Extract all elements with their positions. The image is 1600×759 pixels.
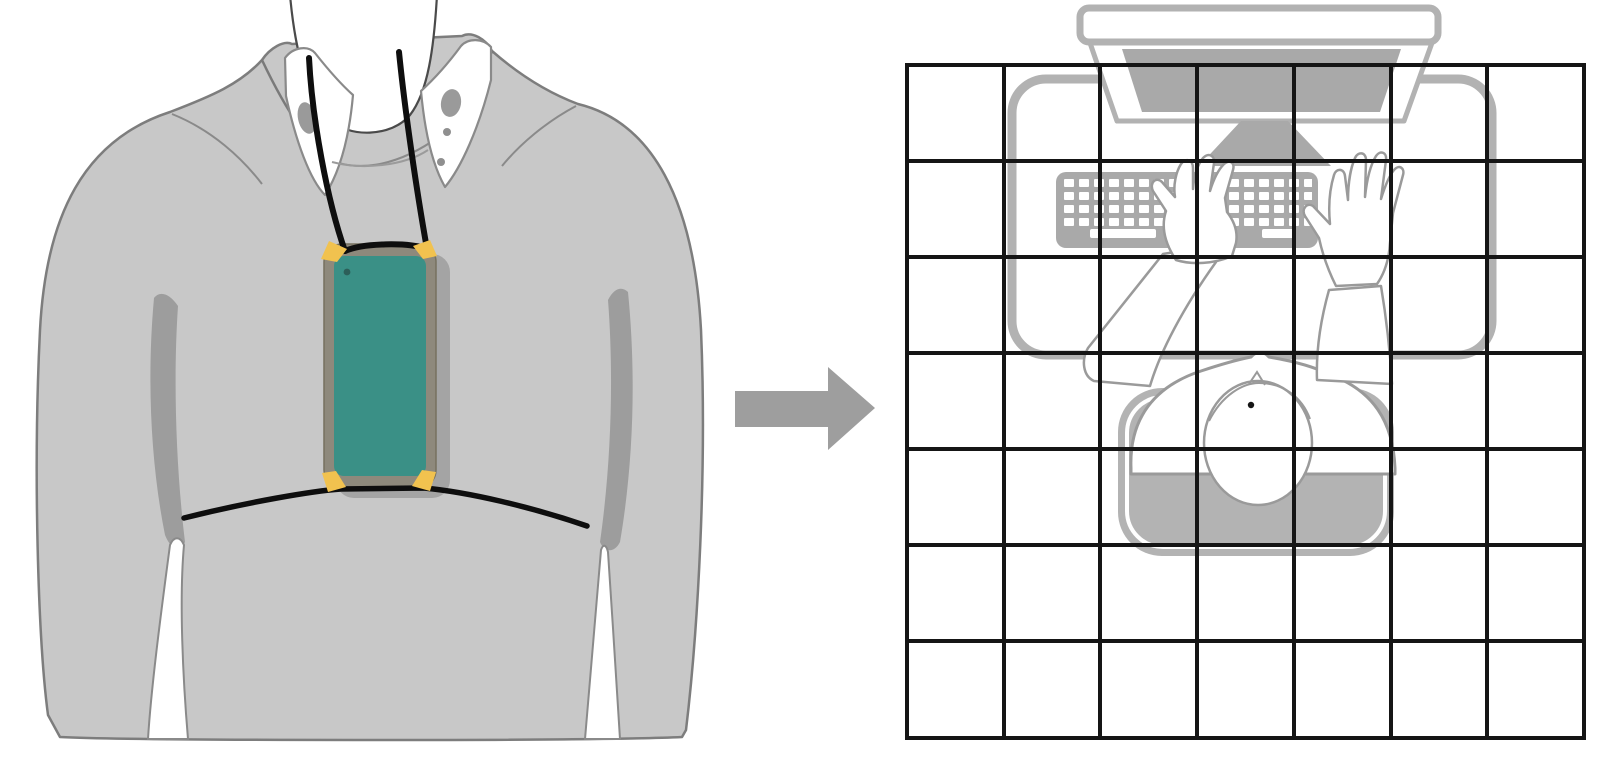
grid-lines [905, 63, 1586, 740]
lanyard-cord-left [306, 55, 348, 254]
sleeve-gap-right [583, 544, 622, 740]
monitor-stand [1199, 121, 1331, 166]
marker-dot [1247, 401, 1255, 409]
transform-arrow [735, 367, 875, 450]
monitor-top-bar [1076, 4, 1442, 46]
monitor-screen [1122, 49, 1401, 112]
shirt-collar-left [283, 47, 355, 197]
strap-knot-top-left [321, 241, 347, 262]
keyboard-spacebar [1090, 229, 1156, 238]
chest-strap [181, 485, 590, 529]
phone-camera-dot [343, 268, 351, 276]
person-front-figure [35, 0, 705, 742]
strap-knot-top-right [413, 240, 437, 259]
person-right-sleeve [1315, 284, 1394, 386]
desk-scene-top-view [905, 4, 1586, 740]
strap-knot-bottom-left [322, 471, 346, 492]
monitor [1076, 4, 1442, 166]
shirt-hem-line [331, 149, 429, 167]
collar-button [443, 128, 451, 136]
sleeve-gap-left [146, 537, 190, 740]
lanyard-cord-right [396, 49, 430, 252]
person-head [1202, 379, 1314, 507]
keyboard-key-bar [1262, 229, 1296, 238]
phone-screen [334, 256, 426, 476]
raised-open-hand [1302, 151, 1405, 288]
shoulder-drape-left [171, 113, 263, 185]
collar-button [437, 158, 445, 166]
strap-knot-bottom-right [412, 470, 436, 491]
sleeve-shadow-left [150, 293, 185, 549]
typing-hand [1150, 153, 1238, 265]
sleeve-shadow-right [600, 288, 633, 551]
right-arrow-icon [735, 367, 875, 450]
head-tuft [1248, 370, 1266, 386]
collar-shadow-right [440, 89, 462, 117]
head-hair-arc [1208, 381, 1311, 422]
shoulder-drape-right [501, 105, 577, 167]
